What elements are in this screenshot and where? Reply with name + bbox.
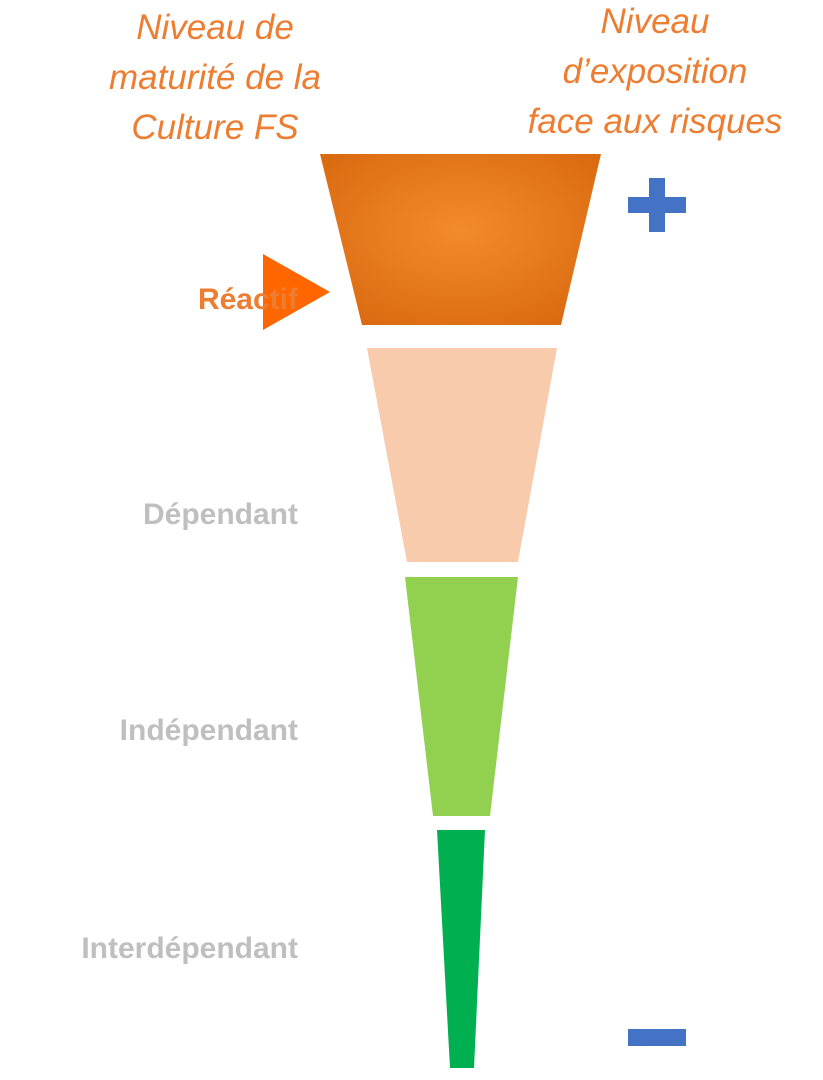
level-label-independant: Indépendant <box>119 714 298 747</box>
risk-header-line-2: d’exposition <box>562 52 748 91</box>
maturity-header-line-2: maturité de la <box>108 58 322 97</box>
level-label-reactif: Réactif <box>197 283 298 316</box>
funnel-segment-independant <box>405 577 518 816</box>
level-label-interdependant: Interdépendant <box>81 932 298 965</box>
risk-header-line-3: face aux risques <box>527 102 783 141</box>
maturity-header-line-1: Niveau de <box>136 8 294 47</box>
minus-icon <box>628 1029 686 1046</box>
funnel-segment-dependant <box>367 348 557 562</box>
funnel-segment-interdependant <box>437 830 485 1068</box>
risk-header-line-1: Niveau <box>600 2 710 41</box>
risk-exposure-header: Niveau d’exposition face aux risques <box>495 0 815 147</box>
plus-icon <box>628 178 686 232</box>
level-label-dependant: Dépendant <box>142 498 298 531</box>
plus-icon-vertical-bar <box>649 178 665 232</box>
maturity-level-header: Niveau de maturité de la Culture FS <box>60 3 370 153</box>
funnel-segment-reactif <box>320 154 601 325</box>
level-pointer-triangle <box>263 254 330 330</box>
maturity-header-line-3: Culture FS <box>131 108 299 147</box>
